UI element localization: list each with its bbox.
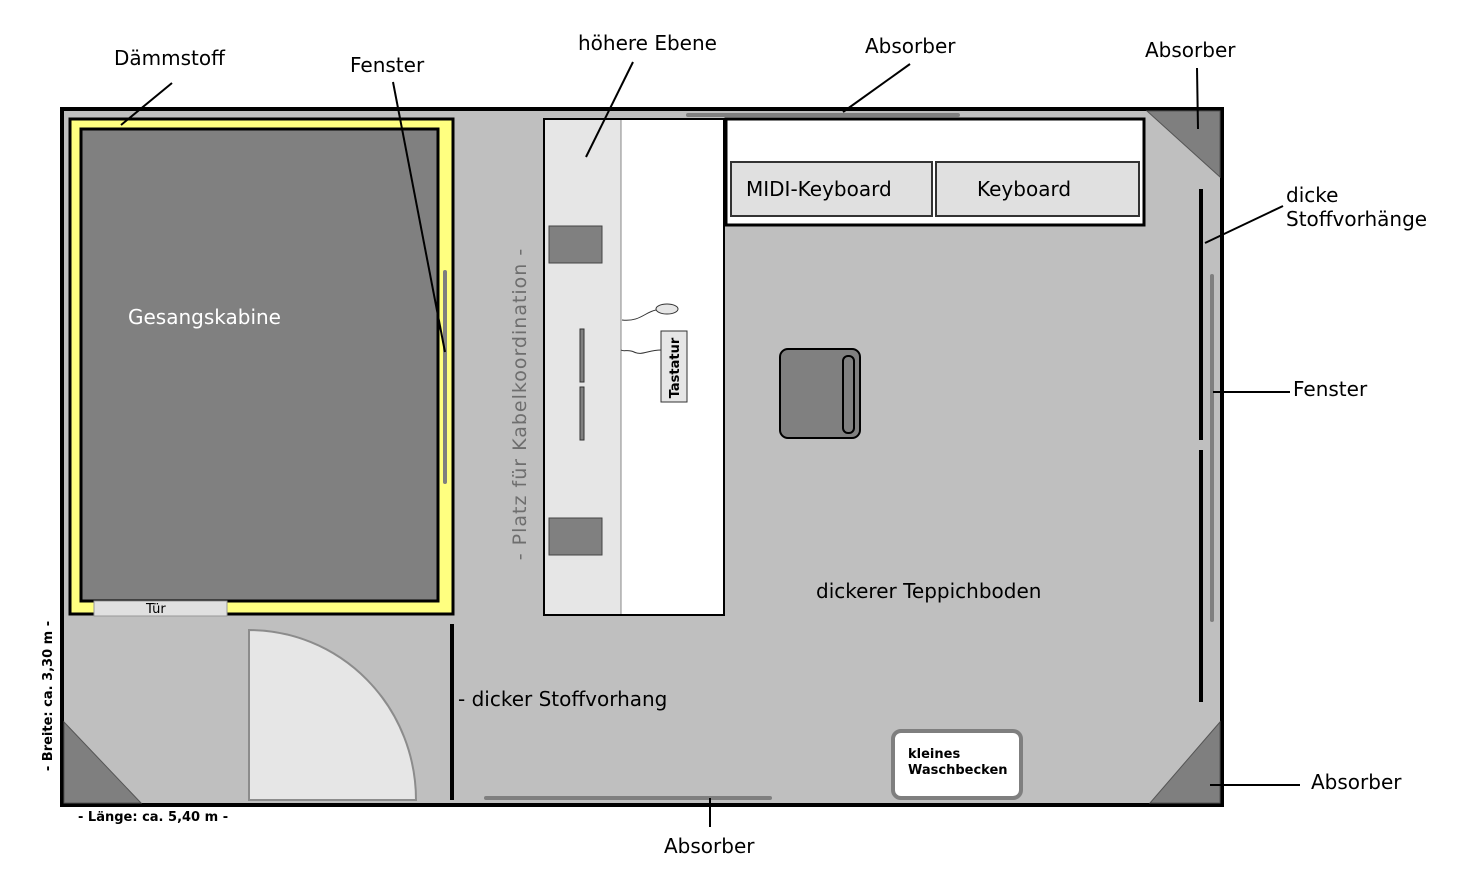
- label-absorber-top-right: Absorber: [1145, 38, 1236, 62]
- booth-door: [93, 600, 228, 617]
- sink-label-line2: Waschbecken: [908, 763, 1008, 778]
- absorber-corner-bottom-right: [1148, 720, 1221, 804]
- label-fenster-top: Fenster: [350, 53, 425, 77]
- cable-space-label: - Platz für Kabelkoordination -: [509, 248, 531, 560]
- label-absorber-bottom-right: Absorber: [1311, 770, 1402, 794]
- leader-daemmstoff: [120, 82, 173, 126]
- carpet-label: dickerer Teppichboden: [816, 579, 1041, 603]
- label-fenster-right: Fenster: [1293, 377, 1368, 401]
- vocal-booth: [79, 127, 440, 603]
- midi-keyboard-label: MIDI-Keyboard: [746, 177, 892, 201]
- chair-backrest: [842, 355, 855, 434]
- mouse-cable: [621, 309, 657, 321]
- booth-door-label: Tür: [145, 602, 166, 617]
- midi-keyboard: [730, 161, 933, 217]
- mouse: [655, 303, 679, 315]
- leader-absorber-top-right: [1196, 67, 1199, 130]
- chair: [779, 348, 861, 439]
- keyboard: [935, 161, 1140, 217]
- computer-keyboard: [660, 330, 688, 403]
- label-hoehere-ebene: höhere Ebene: [578, 31, 717, 55]
- screen-upper: [579, 328, 585, 383]
- label-absorber-top: Absorber: [865, 34, 956, 58]
- dimension-length-label: - Länge: ca. 5,40 m -: [78, 810, 228, 825]
- curtain-divider-label: - dicker Stoffvorhang: [458, 687, 667, 711]
- monitor-speaker-top: [548, 225, 603, 264]
- leader-fenster-top: [392, 81, 446, 353]
- label-daemmstoff: Dämmstoff: [114, 46, 226, 70]
- dimension-width-label: - Breite: ca. 3,30 m -: [41, 621, 56, 771]
- door-swing-arc: [248, 628, 418, 801]
- monitor-speaker-bottom: [548, 517, 603, 556]
- sink: [891, 729, 1023, 800]
- label-stoffvorhaenge: Stoffvorhänge: [1286, 207, 1427, 231]
- screen-lower: [579, 386, 585, 441]
- absorber-corner-top-right: [1145, 110, 1221, 179]
- keyboard-cable: [620, 349, 662, 354]
- keyboard-label: Keyboard: [977, 177, 1071, 201]
- computer-keyboard-label: Tastatur: [668, 337, 683, 398]
- label-dicke: dicke: [1286, 183, 1338, 207]
- sink-label-line1: kleines: [908, 747, 960, 762]
- vocal-booth-label: Gesangskabine: [128, 305, 281, 329]
- absorber-corner-bottom-left: [63, 720, 143, 804]
- leader-stoffvorhaenge: [1204, 205, 1284, 244]
- leader-absorber-top: [842, 63, 911, 113]
- label-absorber-bottom: Absorber: [664, 834, 755, 858]
- leader-hoehere-ebene: [585, 61, 634, 158]
